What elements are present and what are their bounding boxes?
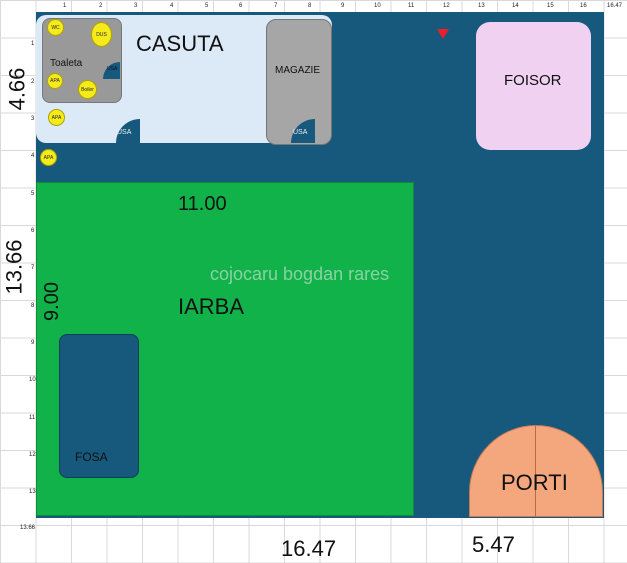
water-fixture-1: APA [47,73,63,89]
tick-left-1: 1 [31,41,35,47]
water-label-1: APA [50,78,60,84]
tick-top-4: 4 [170,3,174,9]
water-label-2: APA [51,114,62,121]
tick-left-10: 10 [29,377,36,383]
gazebo-label: FOISOR [504,72,562,89]
tick-corner: 13.66 [20,525,36,531]
lawn-height-label: 9.00 [40,282,63,321]
septic-label: FOSA [75,450,108,464]
tick-top-9: 9 [341,3,345,9]
water-fixture-2: APA [48,109,65,126]
tick-top-7: 7 [274,3,278,9]
lawn-width-label: 11.00 [178,193,227,215]
tick-left-7: 7 [31,265,35,271]
tick-top-14: 14 [512,3,519,9]
dim-bottom-main: 16.47 [281,536,337,561]
tick-top-16: 16 [580,3,587,9]
watermark-text: cojocaru bogdan rares [210,264,390,284]
dim-left-top: 4.66 [4,67,30,111]
house-door-label: USA [117,129,132,136]
tick-top-3: 3 [134,3,138,9]
shed-label: MAGAZIE [275,65,321,76]
wc-label: WC [51,24,60,31]
tick-top-15: 15 [547,3,554,9]
tick-top-2: 2 [99,3,103,9]
gates-label: PORTI [501,470,568,495]
tick-left-11: 11 [29,415,36,421]
boiler-label: Boiler [81,86,94,93]
boiler-fixture: Boiler [78,80,97,99]
tick-top-5: 5 [205,3,209,9]
septic-area [59,334,139,478]
tick-top-8: 8 [308,3,312,9]
house-label: CASUTA [136,31,224,56]
tick-top-1: 1 [63,3,67,9]
tick-left-9: 9 [31,340,35,346]
shower-label: DUS [96,31,107,38]
tick-left-8: 8 [31,303,35,309]
wc-fixture: WC [47,19,64,36]
tick-top-11: 11 [408,3,415,9]
tick-left-3: 3 [31,116,35,122]
tick-top-13: 13 [478,3,485,9]
tick-top-6: 6 [239,3,243,9]
tick-top-10: 10 [374,3,381,9]
lawn-label: IARBA [178,294,245,319]
tick-left-5: 5 [31,191,35,197]
toilet-door-icon [103,62,120,79]
tick-left-6: 6 [31,228,35,234]
gates-split [535,426,536,517]
shed-door-label: USA [293,129,308,136]
gazebo-area [476,22,591,150]
dim-left-main: 13.66 [1,239,27,295]
water-fixture-3: APA [40,149,57,166]
tick-top-12: 12 [443,3,450,9]
marker-triangle-icon [437,29,449,39]
tick-left-2: 2 [31,79,35,85]
tick-left-13: 13 [29,489,36,495]
shower-fixture: DUS [91,22,112,47]
tick-top-end: 16.47 [607,3,623,9]
dim-bottom-right: 5.47 [472,532,515,557]
toilet-label: Toaleta [50,58,83,69]
toilet-door-label: USA [107,66,118,72]
tick-left-12: 12 [29,452,36,458]
tick-left-4: 4 [31,153,35,159]
water-label-3: APA [43,154,54,161]
